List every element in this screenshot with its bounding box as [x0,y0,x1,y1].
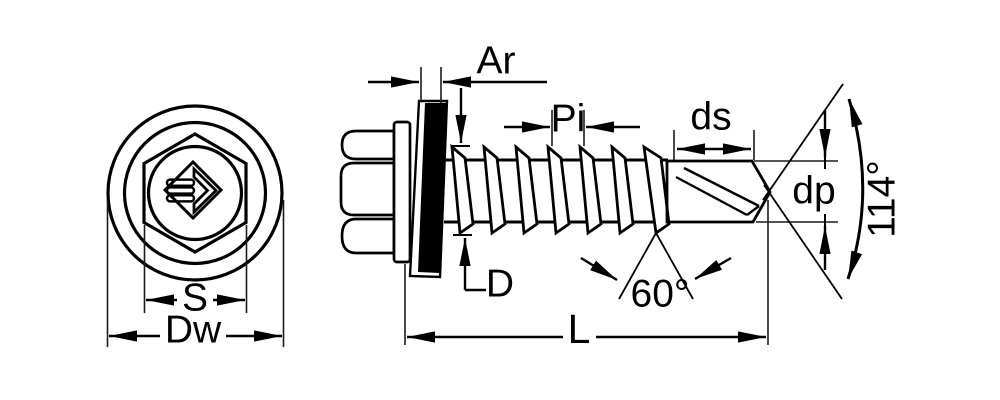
label-pi: Pi [551,98,586,141]
angle-arc-arrow [846,98,865,280]
brand-logo [162,159,224,221]
drill-point [665,159,772,224]
front-view: S Dw [106,104,285,352]
head-facet-bottom [340,217,396,255]
gasket-fill [418,103,447,273]
label-thread-angle: 60° [631,273,690,316]
label-s: S [182,277,208,320]
dim-thread-pitch: Pi [504,98,640,146]
logo-arrow-chevron [192,165,219,216]
label-ar: Ar [477,40,516,83]
epdm-gasket [408,99,449,279]
thread-flights [450,143,671,236]
label-tip-angle: 114° [861,160,904,238]
dimension-arrow [580,256,618,282]
construction-line [618,232,657,300]
dim-gasket-thickness: Ar [368,40,547,103]
dim-screw-length: L [404,200,769,352]
thread-flight [450,143,475,236]
head-facet-top [340,129,396,161]
thread-flight [610,143,635,236]
thread-flight [642,144,671,236]
label-l: L [568,306,591,352]
drill-flute-edge [683,166,760,208]
flange-washer [392,120,412,264]
label-dw: Dw [165,309,222,352]
dim-thread-diameter: D [452,88,514,306]
logo-bar-middle [165,186,196,195]
construction-line [763,184,843,300]
dimension-arrow [694,256,732,281]
thread-flight [514,143,539,236]
dim-washer-diameter: Dw [106,200,285,352]
drill-flute-edge [675,175,748,217]
dim-drill-point-diameter: dp [754,110,838,270]
label-ds: ds [690,96,731,139]
label-d: D [486,263,514,306]
label-dp: dp [792,170,835,213]
construction-line [762,83,844,201]
dim-drill-flute-length: ds [673,96,755,160]
logo-bar-bottom [165,193,196,203]
logo-bar-top [165,178,196,188]
thread-flight [482,143,507,236]
thread-flight [578,143,603,236]
hex-head-side [339,129,396,255]
side-view: Ar Pi D ds [339,40,904,352]
dim-hex-across-flats: S [143,225,248,320]
gasket-outline [408,99,449,279]
dim-drill-tip-angle: 114° [762,83,904,300]
construction-line [655,232,694,300]
dim-thread-profile-angle: 60° [580,232,732,316]
thread-flight [546,143,571,236]
head-chamfer-circle [146,144,244,242]
head-facet-middle [339,161,396,217]
drill-body [665,159,772,224]
drill-flute-edge [746,205,760,216]
